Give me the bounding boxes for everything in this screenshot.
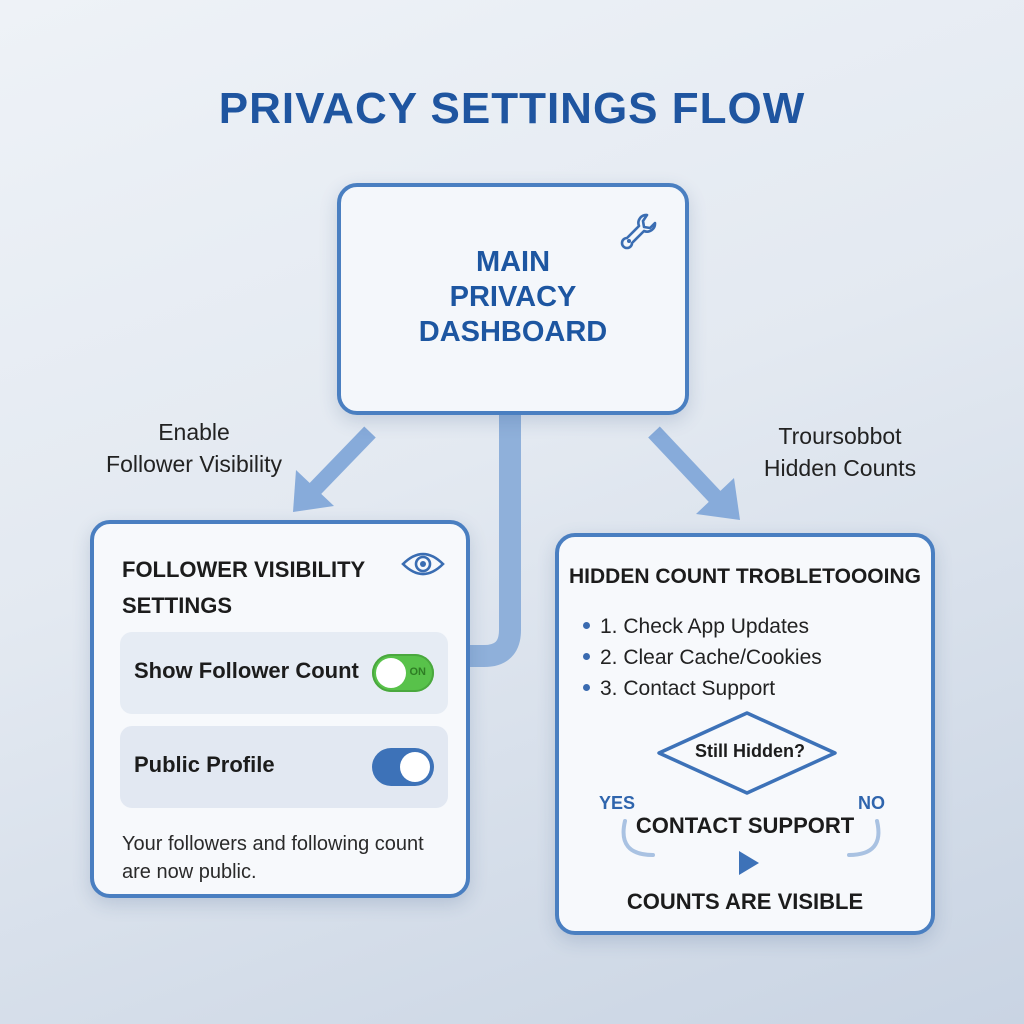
edge-left-line-1: Enable [158, 419, 230, 445]
show-follower-count-toggle[interactable]: ON [372, 654, 434, 692]
troubleshoot-panel-title: HIDDEN COUNT TROBLETOOOING [569, 565, 921, 588]
follower-title-line-2: SETTINGS [122, 593, 233, 618]
toggle-knob [400, 752, 430, 782]
edge-label-troubleshoot: Troursobbot Hidden Counts [752, 420, 928, 484]
public-profile-label: Public Profile [134, 752, 275, 777]
step-item: 3. Contact Support [583, 673, 822, 704]
right-arrow [648, 426, 740, 520]
troubleshoot-steps: 1. Check App Updates 2. Clear Cache/Cook… [583, 611, 822, 704]
toggle-knob [376, 658, 406, 688]
decision-flow-graphics [621, 711, 881, 875]
diagram-title: PRIVACY SETTINGS FLOW [218, 84, 806, 133]
counts-visible-outcome: COUNTS ARE VISIBLE [626, 889, 864, 914]
contact-support-outcome: CONTACT SUPPORT [635, 813, 855, 838]
edge-right-line-1: Troursobbot [778, 423, 902, 449]
edge-left-line-2: Follower Visibility [106, 451, 282, 477]
main-node-label: MAIN PRIVACY DASHBOARD [341, 245, 685, 350]
eye-icon [401, 552, 445, 576]
bullet-icon [583, 621, 590, 629]
edge-label-enable-visibility: Enable Follower Visibility [96, 416, 292, 480]
main-privacy-dashboard-node[interactable]: MAIN PRIVACY DASHBOARD [337, 183, 689, 415]
show-follower-count-label: Show Follower Count [134, 658, 359, 683]
bullet-icon [583, 683, 590, 691]
setting-row-show-follower-count: Show Follower Count ON [120, 632, 448, 714]
step-text: 3. Contact Support [600, 677, 776, 700]
step-text: 2. Clear Cache/Cookies [600, 646, 822, 669]
toggle-on-text: ON [409, 666, 427, 678]
decision-label: Still Hidden? [695, 741, 805, 761]
bullet-icon [583, 652, 590, 660]
step-text: 1. Check App Updates [600, 615, 809, 638]
follower-panel-title: FOLLOWER VISIBILITY SETTINGS [122, 552, 382, 624]
decision-diamond [657, 711, 837, 795]
step-item: 2. Clear Cache/Cookies [583, 642, 822, 673]
main-node-line-2: PRIVACY [449, 281, 577, 313]
no-label: NO [858, 793, 885, 813]
main-to-follower-connector [470, 415, 521, 667]
setting-row-public-profile: Public Profile [120, 726, 448, 808]
left-arrow [293, 426, 376, 512]
main-node-line-1: MAIN [475, 246, 551, 278]
yes-branch-curve [621, 819, 655, 857]
visibility-note: Your followers and following count are n… [122, 833, 424, 883]
step-item: 1. Check App Updates [583, 611, 822, 642]
play-arrow-icon [739, 851, 759, 875]
wrench-icon[interactable] [617, 207, 663, 253]
no-branch-curve [847, 819, 881, 857]
yes-label: YES [599, 793, 636, 813]
public-profile-toggle[interactable] [372, 748, 434, 786]
edge-right-line-2: Hidden Counts [763, 455, 917, 481]
follower-visibility-panel: FOLLOWER VISIBILITY SETTINGS Show Follow… [90, 520, 470, 898]
hidden-count-troubleshooting-panel: HIDDEN COUNT TROBLETOOOING 1. Check App … [555, 533, 935, 935]
main-node-line-3: DASHBOARD [418, 316, 608, 348]
follower-title-line-1: FOLLOWER VISIBILITY [122, 557, 366, 582]
